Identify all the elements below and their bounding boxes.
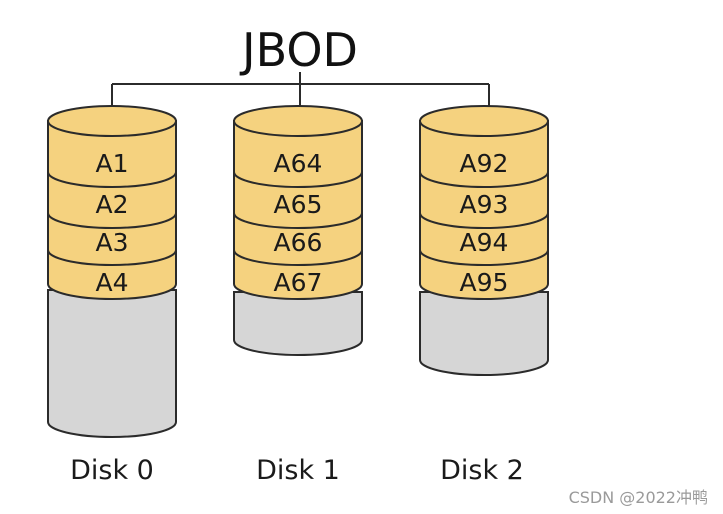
disk-1-block-3: A66 — [274, 228, 323, 257]
disk-2-data-region — [419, 120, 549, 300]
disk-2-empty-space — [419, 291, 549, 376]
disk-0-block-1: A1 — [95, 149, 128, 178]
disk-0-top-cap — [47, 105, 177, 137]
disk-2-divider-2 — [419, 212, 549, 229]
disk-1-block-4: A67 — [274, 268, 323, 297]
disk-0-divider-2 — [47, 212, 177, 229]
watermark: CSDN @2022冲鸭 — [569, 488, 708, 507]
disk-1-empty-space — [233, 291, 363, 356]
disk-1-divider-3 — [233, 249, 363, 266]
disk-2-block-2: A93 — [460, 190, 509, 219]
disk-1-block-1: A64 — [274, 149, 323, 178]
disk-0-label: Disk 0 — [70, 455, 154, 486]
disk-0-data-region — [47, 120, 177, 300]
disk-1-divider-1 — [233, 171, 363, 188]
disk-0-divider-3 — [47, 249, 177, 266]
disk-2-block-4: A95 — [460, 268, 509, 297]
disk-2-block-1: A92 — [460, 149, 509, 178]
disk-1-divider-2 — [233, 212, 363, 229]
disk-1-block-2: A65 — [274, 190, 323, 219]
disk-2-divider-3 — [419, 249, 549, 266]
disk-2-label: Disk 2 — [440, 455, 524, 486]
diagram-title: JBOD — [239, 23, 358, 77]
disk-2-divider-1 — [419, 171, 549, 188]
disk-2-block-3: A94 — [460, 228, 509, 257]
disk-1: A64 A65 A66 A67 — [233, 105, 363, 356]
disk-0-block-2: A2 — [95, 190, 128, 219]
disk-0-block-4: A4 — [95, 268, 128, 297]
disk-0-empty-space — [47, 289, 177, 438]
disk-1-data-region — [233, 120, 363, 300]
disk-1-top-cap — [233, 105, 363, 137]
disk-2: A92 A93 A94 A95 — [419, 105, 549, 376]
disk-1-label: Disk 1 — [256, 455, 340, 486]
disk-0: A1 A2 A3 A4 — [47, 105, 177, 438]
disk-0-block-3: A3 — [95, 228, 128, 257]
disk-2-top-cap — [419, 105, 549, 137]
disk-0-divider-1 — [47, 171, 177, 188]
